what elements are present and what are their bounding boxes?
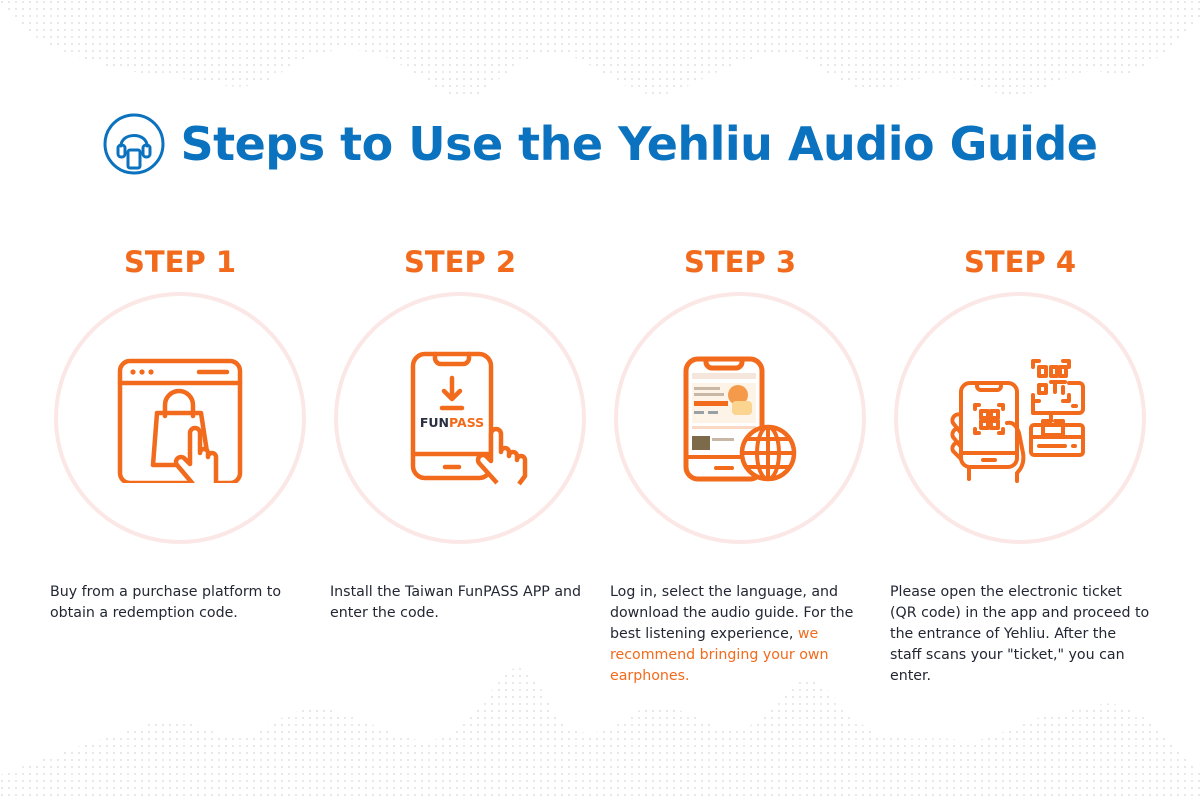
step-description: Buy from a purchase platform to obtain a… — [50, 582, 310, 624]
step-1: STEP 1 Buy from a purchase platform to o… — [40, 240, 320, 621]
step-2: STEP 2 FUNPASS Install the Taiwan FunPAS… — [320, 240, 600, 621]
step-text: Install the Taiwan FunPASS APP and enter… — [330, 584, 582, 622]
step-3: STEP 3 — [600, 240, 880, 684]
step-label: STEP 3 — [683, 245, 796, 279]
icon-circle — [54, 292, 306, 544]
phone-app-globe-icon — [683, 356, 797, 482]
icon-circle — [894, 292, 1146, 544]
page-title: Steps to Use the Yehliu Audio Guide — [180, 117, 1098, 171]
step-description: Log in, select the language, and downloa… — [610, 582, 870, 687]
step-label: STEP 2 — [403, 245, 516, 279]
step-description: Install the Taiwan FunPASS APP and enter… — [330, 582, 590, 624]
step-label: STEP 1 — [123, 245, 236, 279]
step-text: Please open the electronic ticket (QR co… — [890, 584, 1150, 685]
browser-shopping-bag-tap-icon — [117, 358, 243, 483]
step-text: Log in, select the language, and downloa… — [610, 584, 854, 643]
icon-circle — [614, 292, 866, 544]
svg-text:FUNPASS: FUNPASS — [420, 415, 484, 430]
header: Steps to Use the Yehliu Audio Guide — [0, 112, 1200, 176]
dotted-wave-top-decoration — [0, 0, 1200, 98]
step-text: Buy from a purchase platform to obtain a… — [50, 584, 282, 622]
icon-circle: FUNPASS — [334, 292, 586, 544]
step-description: Please open the electronic ticket (QR co… — [890, 582, 1150, 687]
headphones-phone-icon — [103, 113, 165, 175]
step-label: STEP 4 — [963, 245, 1076, 279]
phone-download-funpass-icon: FUNPASS — [410, 351, 528, 486]
step-4: STEP 4 — [880, 240, 1160, 684]
earphones-recommendation: we recommend bringing your own earphones… — [610, 626, 829, 685]
phone-qr-scanner-icon — [950, 359, 1085, 483]
